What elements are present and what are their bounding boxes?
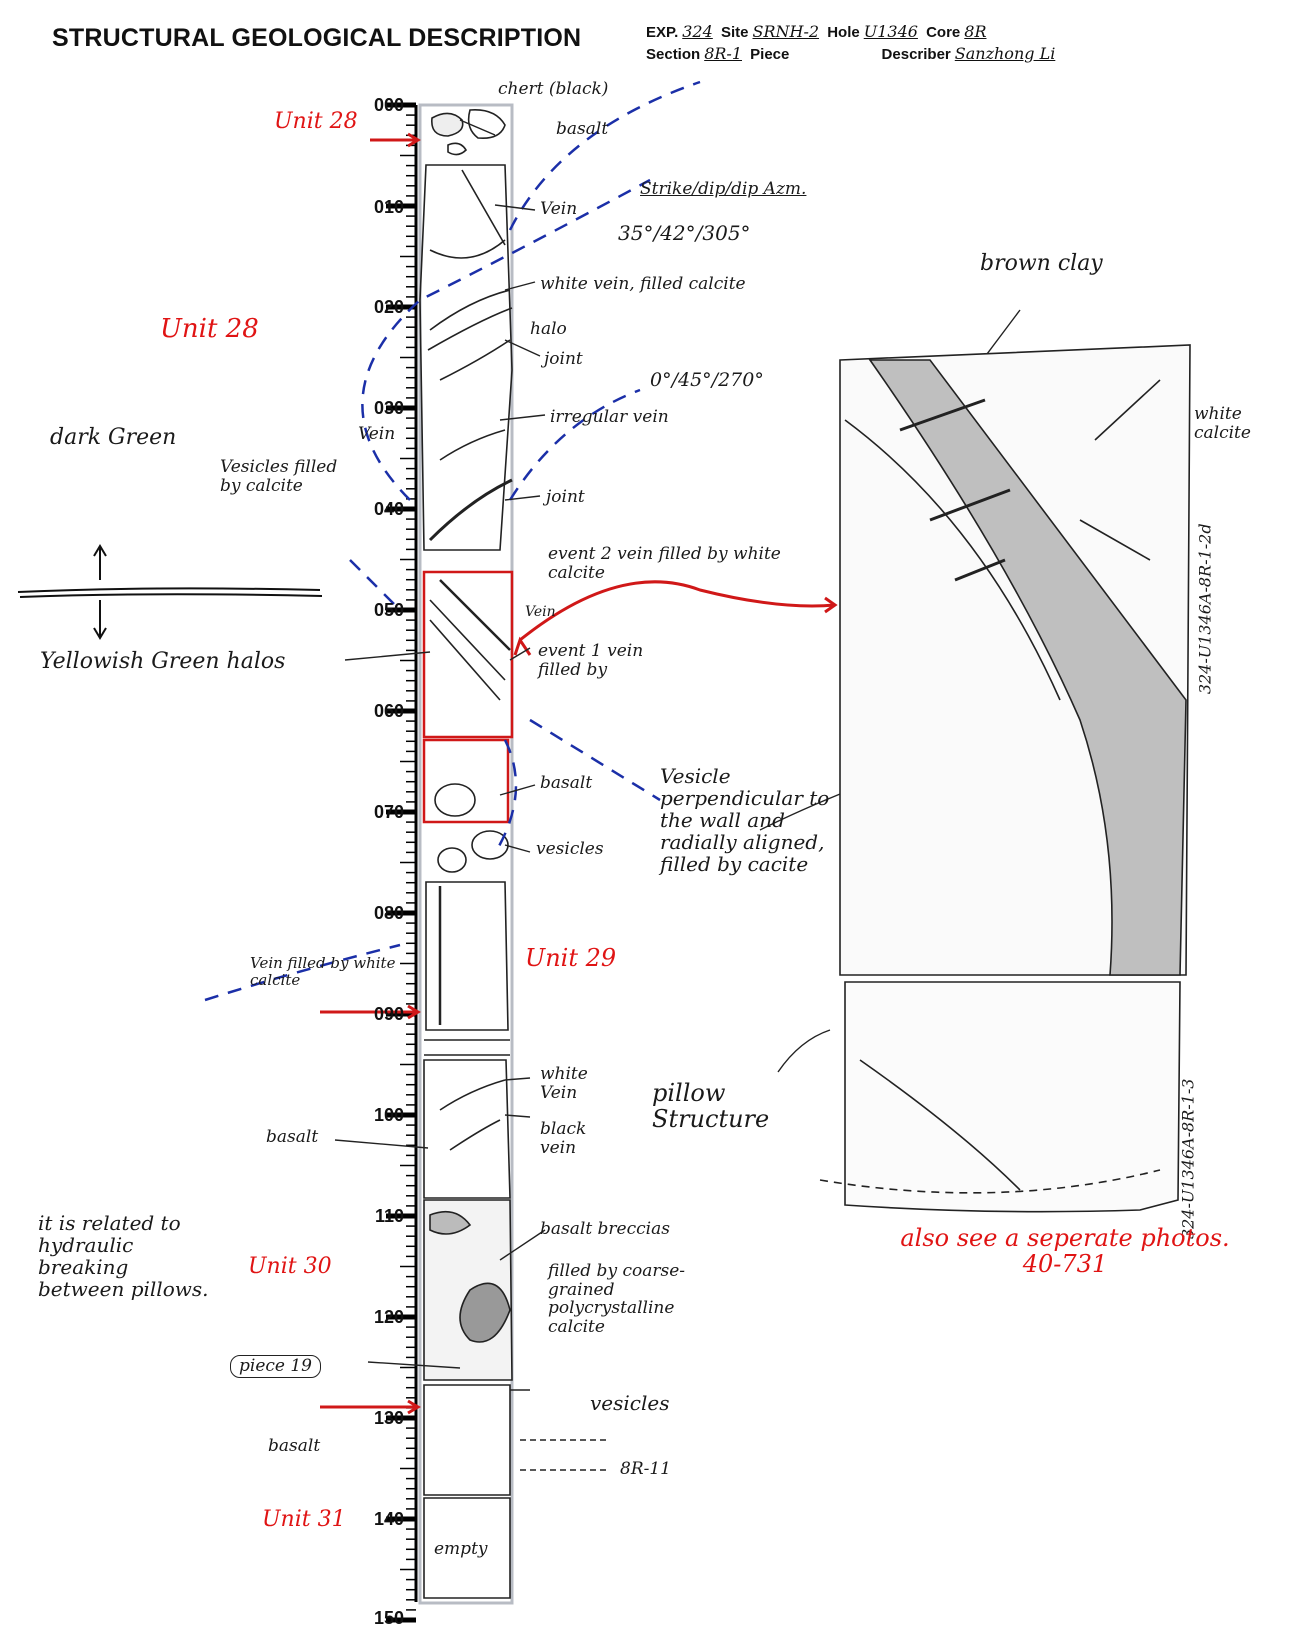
note-vesicle-perpendicular: Vesicle perpendicular to the wall and ra… — [660, 765, 845, 875]
depth-label-000: 000 — [356, 95, 404, 116]
unit-28-label: Unit 28 — [274, 110, 358, 134]
depth-ruler — [386, 105, 416, 1620]
depth-label-010: 010 — [356, 197, 404, 218]
note-hydraulic: it is related to hydraulic breaking betw… — [38, 1212, 218, 1300]
depth-label-070: 070 — [356, 802, 404, 823]
depth-label-130: 130 — [356, 1408, 404, 1429]
note-basalt-left: basalt — [266, 1128, 318, 1147]
note-halo: halo — [530, 320, 567, 339]
note-brown-clay: brown clay — [980, 252, 1103, 276]
depth-label-050: 050 — [356, 600, 404, 621]
unit-31-label: Unit 31 — [262, 1508, 346, 1532]
piece-4 — [424, 1060, 510, 1198]
note-8r-11: 8R-11 — [620, 1460, 671, 1479]
note-event-1: event 1 vein filled by — [538, 642, 678, 679]
unit-30-label: Unit 30 — [248, 1255, 332, 1279]
note-basalt-top: basalt — [556, 120, 608, 139]
depth-label-120: 120 — [356, 1307, 404, 1328]
depth-label-040: 040 — [356, 499, 404, 520]
chert-piece — [432, 113, 463, 136]
note-vesicles-mid: vesicles — [536, 840, 604, 859]
note-vein-white-calcite: Vein filled by white calcite — [250, 955, 400, 988]
note-coarse-calcite: filled by coarse-grained polycrystalline… — [548, 1262, 718, 1337]
blue-dashed-lines — [205, 82, 700, 1000]
note-irregular-vein: irregular vein — [550, 408, 669, 427]
enlarged-sketch-1 — [840, 345, 1190, 975]
depth-label-150: 150 — [356, 1608, 404, 1629]
note-vesicles-low: vesicles — [590, 1392, 670, 1414]
core-pieces — [420, 110, 512, 1598]
note-empty: empty — [434, 1540, 488, 1559]
depth-label-030: 030 — [356, 398, 404, 419]
note-dark-green: dark Green — [50, 426, 176, 450]
depth-label-020: 020 — [356, 297, 404, 318]
depth-label-060: 060 — [356, 701, 404, 722]
note-see-photos: also see a seperate photos. 40-731 — [900, 1225, 1230, 1278]
halo-divider — [18, 546, 322, 638]
piece-5 — [424, 1385, 510, 1495]
red-box-event — [424, 572, 512, 737]
note-white-vein: white vein, filled calcite — [540, 275, 746, 294]
piece-3 — [426, 882, 508, 1030]
note-sample-3: 324-U1346A-8R-1-3 — [1179, 1079, 1197, 1240]
note-black-vein: black vein — [540, 1120, 600, 1157]
note-vesicles-calcite: Vesicles filled by calcite — [220, 458, 350, 495]
note-vein-3: Vein — [525, 605, 556, 620]
note-piece-19: piece 19 — [230, 1355, 321, 1378]
unit-29-label: Unit 29 — [525, 945, 616, 971]
note-chert: chert (black) — [498, 80, 608, 99]
piece-2 — [420, 165, 512, 550]
note-orientation-1: 35°/42°/305° — [618, 222, 751, 244]
note-vein-2: Vein — [358, 425, 395, 444]
enlarged-sketch-2 — [820, 982, 1180, 1212]
depth-label-100: 100 — [356, 1105, 404, 1126]
note-basalt-low: basalt — [268, 1437, 320, 1456]
note-orientation-2: 0°/45°/270° — [650, 370, 764, 391]
note-white-vein-2: white Vein — [540, 1065, 600, 1102]
note-event-2: event 2 vein filled by white calcite — [548, 545, 818, 582]
note-strike-header: Strike/dip/dip Azm. — [640, 180, 806, 199]
depth-label-090: 090 — [356, 1004, 404, 1025]
depth-label-110: 110 — [356, 1206, 404, 1227]
note-basalt-mid: basalt — [540, 774, 592, 793]
unit-28b-label: Unit 28 — [160, 315, 259, 344]
note-joint-2: joint — [546, 488, 585, 507]
depth-label-140: 140 — [356, 1509, 404, 1530]
note-sample-2d: 324-U1346A-8R-1-2d — [1197, 523, 1215, 694]
note-basalt-breccias: basalt breccias — [540, 1220, 670, 1239]
note-vein-1: Vein — [540, 200, 577, 219]
red-connector — [520, 582, 835, 640]
note-white-calcite: white calcite — [1194, 405, 1274, 442]
note-joint-1: joint — [544, 350, 583, 369]
note-yellowish-halos: Yellowish Green halos — [40, 650, 285, 674]
note-pillow-structure: pillow Structure — [652, 1080, 802, 1133]
depth-label-080: 080 — [356, 903, 404, 924]
